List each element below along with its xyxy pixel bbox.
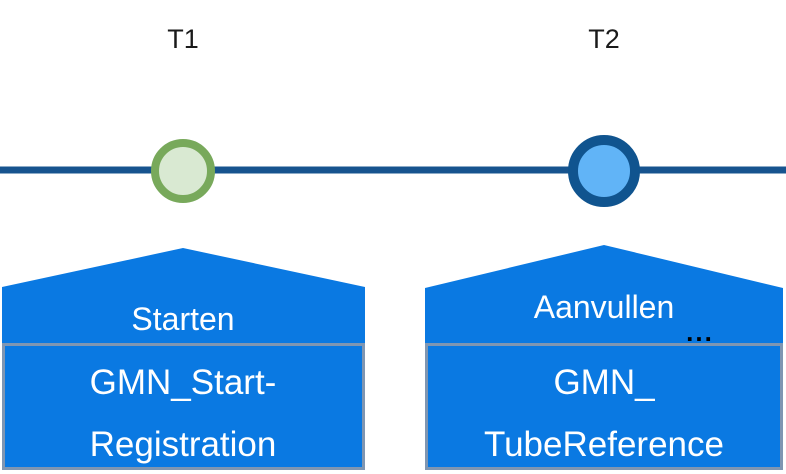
event-shape-starten[interactable]: Starten GMN_Start- Registration <box>2 248 365 470</box>
event-ellipsis-aanvullen: ... <box>686 317 714 347</box>
event-shape-aanvullen[interactable]: Aanvullen ... GMN_ TubeReference <box>425 245 783 470</box>
marker-circle-t1 <box>151 139 215 203</box>
event-body-line-starten-1: GMN_Start- <box>90 363 277 402</box>
event-body-line-aanvullen-2: TubeReference <box>484 425 724 464</box>
tick-marker-t2[interactable] <box>568 135 640 207</box>
pentagon-roof-aanvullen <box>425 245 783 344</box>
body-box-starten <box>2 343 365 470</box>
tick-marker-t1[interactable] <box>151 139 215 203</box>
tick-label-t1: T1 <box>167 24 199 54</box>
pentagon-roof-starten <box>2 248 365 344</box>
event-title-starten: Starten <box>131 301 234 337</box>
event-body-line-starten-2: Registration <box>90 425 277 464</box>
event-title-aanvullen: Aanvullen <box>534 289 675 325</box>
marker-circle-t2 <box>568 135 640 207</box>
tick-label-t2: T2 <box>588 24 620 54</box>
event-body-line-aanvullen-1: GMN_ <box>553 363 655 402</box>
body-box-aanvullen <box>425 343 783 470</box>
